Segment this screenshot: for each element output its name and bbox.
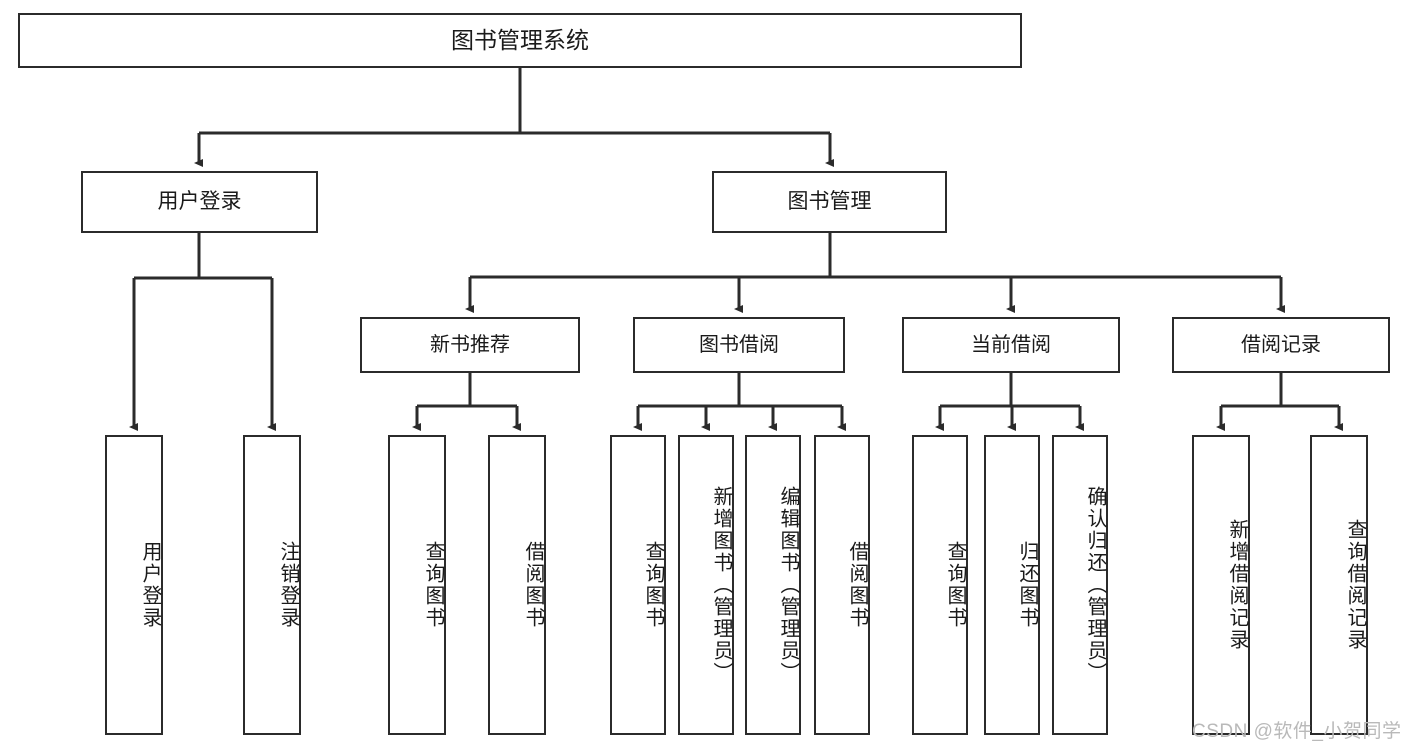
node-borrow-record-label: 借阅记录	[1241, 333, 1321, 356]
node-current-borrow[interactable]: 当前借阅	[902, 317, 1120, 373]
node-leaf-query-book-2[interactable]: 查询图书	[610, 435, 666, 735]
node-leaf-add-book-label: 新增图书（管理员）	[710, 486, 732, 684]
node-leaf-borrow-book-1-label: 借阅图书	[522, 541, 544, 629]
node-leaf-query-book-2-label: 查询图书	[642, 541, 664, 629]
node-user-login[interactable]: 用户登录	[81, 171, 318, 233]
node-current-borrow-label: 当前借阅	[971, 333, 1051, 356]
node-leaf-add-record[interactable]: 新增借阅记录	[1192, 435, 1250, 735]
node-leaf-borrow-book-1[interactable]: 借阅图书	[488, 435, 546, 735]
node-leaf-logout-label: 注销登录	[277, 541, 299, 629]
node-leaf-query-book-3-label: 查询图书	[944, 541, 966, 629]
node-leaf-query-record[interactable]: 查询借阅记录	[1310, 435, 1368, 735]
node-leaf-edit-book[interactable]: 编辑图书（管理员）	[745, 435, 801, 735]
node-leaf-edit-book-label: 编辑图书（管理员）	[777, 486, 799, 684]
node-leaf-confirm-return[interactable]: 确认归还（管理员）	[1052, 435, 1108, 735]
node-leaf-user-login-label: 用户登录	[139, 541, 161, 629]
node-root[interactable]: 图书管理系统	[18, 13, 1022, 68]
node-leaf-borrow-book-2-label: 借阅图书	[846, 541, 868, 629]
node-book-borrow-label: 图书借阅	[699, 333, 779, 356]
node-leaf-return-book-label: 归还图书	[1016, 541, 1038, 629]
node-root-label: 图书管理系统	[451, 26, 589, 53]
csdn-watermark: CSDN @软件_小贺同学	[1192, 721, 1402, 742]
node-book-management-label: 图书管理	[787, 190, 872, 214]
node-leaf-query-book-1[interactable]: 查询图书	[388, 435, 446, 735]
node-book-management[interactable]: 图书管理	[712, 171, 947, 233]
node-leaf-add-book[interactable]: 新增图书（管理员）	[678, 435, 734, 735]
node-leaf-return-book[interactable]: 归还图书	[984, 435, 1040, 735]
node-leaf-logout[interactable]: 注销登录	[243, 435, 301, 735]
node-leaf-user-login[interactable]: 用户登录	[105, 435, 163, 735]
node-user-login-label: 用户登录	[157, 190, 242, 214]
node-leaf-borrow-book-2[interactable]: 借阅图书	[814, 435, 870, 735]
node-leaf-query-record-label: 查询借阅记录	[1344, 519, 1366, 651]
node-new-book-recommend-label: 新书推荐	[430, 333, 510, 356]
node-borrow-record[interactable]: 借阅记录	[1172, 317, 1390, 373]
node-leaf-query-book-1-label: 查询图书	[422, 541, 444, 629]
node-leaf-query-book-3[interactable]: 查询图书	[912, 435, 968, 735]
node-leaf-confirm-return-label: 确认归还（管理员）	[1084, 486, 1106, 684]
node-book-borrow[interactable]: 图书借阅	[633, 317, 845, 373]
node-new-book-recommend[interactable]: 新书推荐	[360, 317, 580, 373]
node-leaf-add-record-label: 新增借阅记录	[1226, 519, 1248, 651]
